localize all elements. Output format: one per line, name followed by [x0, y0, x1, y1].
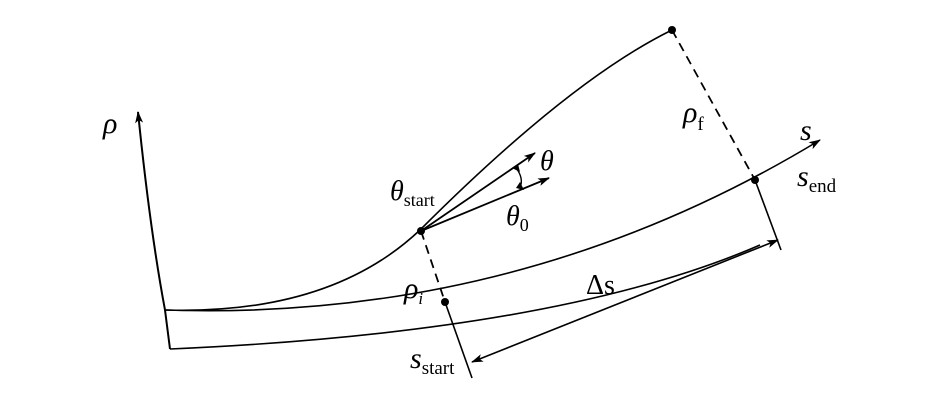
- s-start-point: [441, 298, 449, 306]
- rho-f-dashed: [671, 29, 756, 181]
- trajectory-curve: [164, 29, 673, 312]
- reference-line-lower: [169, 244, 761, 350]
- delta-s-arrow: [471, 239, 779, 363]
- s-end-point: [751, 176, 759, 184]
- s-end-normal-line: [754, 179, 782, 251]
- rho-i-dashed: [420, 230, 446, 303]
- rho-axis-line: [135, 111, 171, 350]
- rho-f-label: ρf: [682, 96, 704, 135]
- theta-label: θ: [540, 146, 554, 177]
- theta-start-label: θstart: [390, 176, 435, 210]
- theta-angle-arc-head-top: [512, 164, 520, 172]
- s-start-label: sstart: [410, 342, 455, 379]
- theta-angle-arc-head-bottom: [516, 182, 524, 190]
- rho-axis-label: ρ: [102, 107, 117, 140]
- s-end-label: send: [797, 160, 837, 197]
- s-start-normal-line: [444, 301, 473, 379]
- trajectory-end-point: [668, 26, 676, 34]
- delta-s-label: Δs: [586, 270, 615, 301]
- theta0-label: θ0: [506, 201, 529, 235]
- reference-line-upper: [164, 139, 821, 312]
- theta0-arrow: [420, 177, 550, 232]
- theta-start-point: [417, 227, 425, 235]
- s-axis-label: s: [800, 114, 812, 147]
- rho-i-label: ρi: [403, 272, 423, 308]
